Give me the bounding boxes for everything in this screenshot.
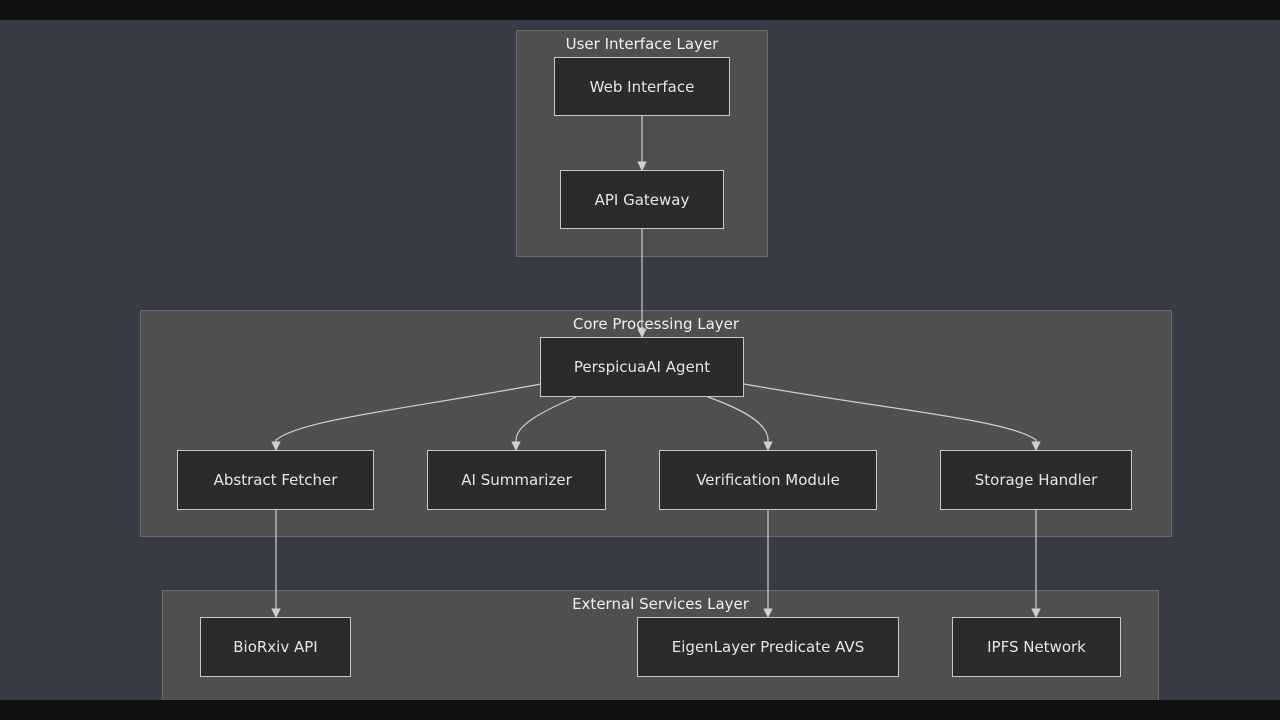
abstract-fetcher-node[interactable]: Abstract Fetcher [177, 450, 374, 510]
bottom-letterbox-bar [0, 700, 1280, 720]
ai-summarizer-node[interactable]: AI Summarizer [427, 450, 606, 510]
top-letterbox-bar [0, 0, 1280, 20]
storage-handler-label: Storage Handler [974, 471, 1098, 489]
external-services-layer-title: External Services Layer [572, 595, 749, 613]
user-interface-layer-title: User Interface Layer [565, 35, 719, 53]
eigenlayer-predicate-avs-node[interactable]: EigenLayer Predicate AVS [637, 617, 899, 677]
storage-handler-node[interactable]: Storage Handler [940, 450, 1132, 510]
diagram-canvas: User Interface Layer Core Processing Lay… [0, 20, 1280, 700]
eigenlayer-predicate-avs-label: EigenLayer Predicate AVS [671, 638, 865, 656]
core-processing-layer-title: Core Processing Layer [572, 315, 740, 333]
abstract-fetcher-label: Abstract Fetcher [213, 471, 338, 489]
biorxiv-api-node[interactable]: BioRxiv API [200, 617, 351, 677]
api-gateway-node[interactable]: API Gateway [560, 170, 724, 229]
web-interface-label: Web Interface [589, 77, 695, 96]
perspicuaai-agent-node[interactable]: PerspicuaAI Agent [540, 337, 744, 397]
verification-module-label: Verification Module [696, 471, 840, 489]
verification-module-node[interactable]: Verification Module [659, 450, 877, 510]
api-gateway-label: API Gateway [594, 190, 690, 209]
ipfs-network-node[interactable]: IPFS Network [952, 617, 1121, 677]
ipfs-network-label: IPFS Network [987, 638, 1086, 656]
ai-summarizer-label: AI Summarizer [461, 471, 572, 489]
web-interface-node[interactable]: Web Interface [554, 57, 730, 116]
perspicuaai-agent-label: PerspicuaAI Agent [573, 358, 711, 376]
biorxiv-api-label: BioRxiv API [233, 638, 318, 656]
